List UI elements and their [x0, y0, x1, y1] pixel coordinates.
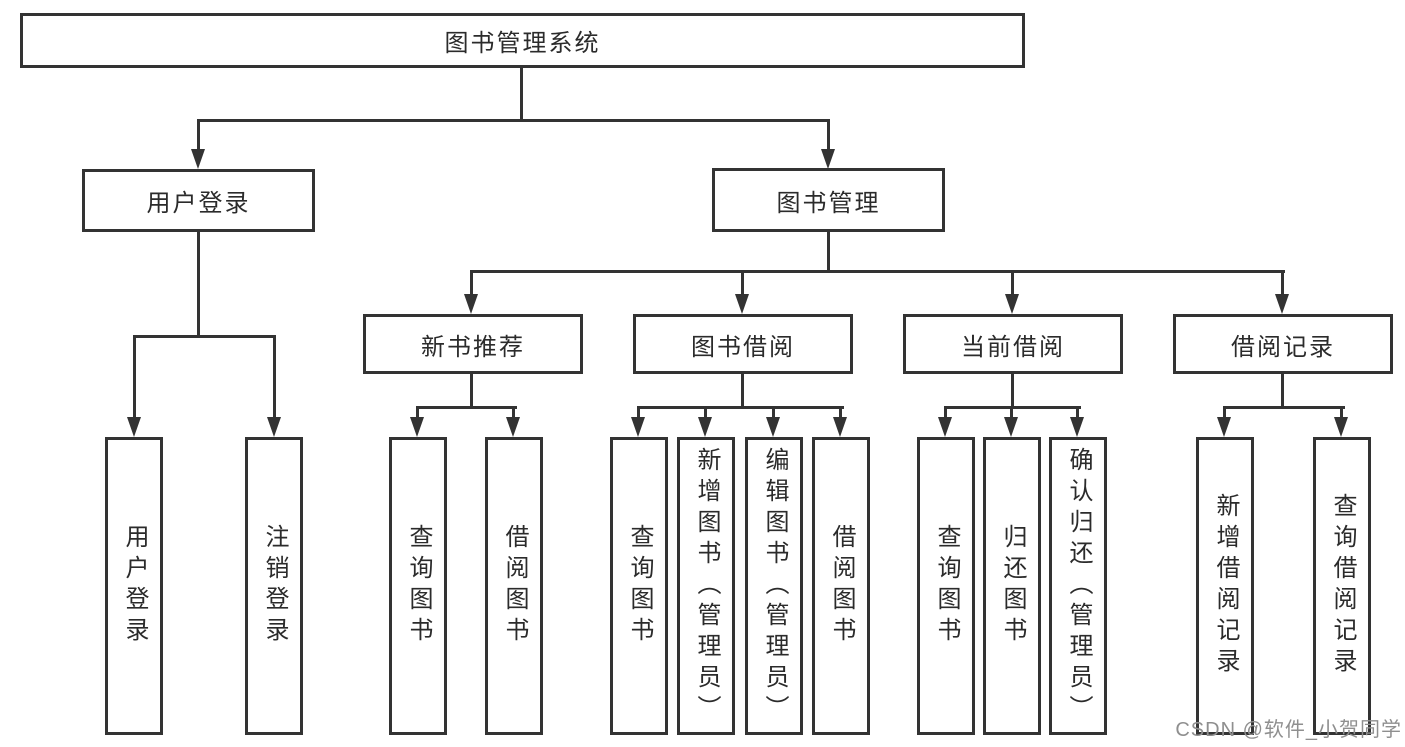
arrowhead-icon — [938, 417, 952, 437]
arrowhead-icon — [735, 294, 749, 314]
leaf-query-borrow-record: 查询借阅记录 — [1313, 437, 1371, 735]
connector-records-branch-2 — [1340, 406, 1343, 419]
arrowhead-icon — [1005, 294, 1019, 314]
connector-newbook-stem — [470, 374, 473, 409]
leaf-return-books: 归还图书 — [983, 437, 1041, 735]
csdn-watermark: CSDN @软件_小贺同学 — [1175, 719, 1402, 741]
connector-current-branch-1 — [944, 406, 947, 419]
connector-bookmgmt-branch-3 — [1011, 270, 1014, 296]
arrowhead-icon — [410, 417, 424, 437]
arrowhead-icon — [833, 417, 847, 437]
connector-borrowing-branch-4 — [839, 406, 842, 419]
leaf-query-books-2: 查询图书 — [610, 437, 668, 735]
leaf-confirm-return-admin: 确认归还（管理员） — [1049, 437, 1107, 735]
arrowhead-icon — [766, 417, 780, 437]
leaf-query-books-2-label: 查询图书 — [626, 524, 653, 648]
arrowhead-icon — [821, 149, 835, 169]
node-current-borrowing: 当前借阅 — [903, 314, 1123, 374]
connector-bookmgmt-stem — [827, 232, 830, 273]
leaf-query-books-1-label: 查询图书 — [405, 524, 432, 648]
connector-root-stem — [520, 68, 523, 121]
arrowhead-icon — [464, 294, 478, 314]
leaf-return-books-label: 归还图书 — [999, 524, 1026, 648]
node-system-root-label: 图书管理系统 — [444, 30, 601, 57]
leaf-add-borrow-record: 新增借阅记录 — [1196, 437, 1254, 735]
connector-root-branch-left — [197, 119, 200, 151]
node-borrow-records-label: 借阅记录 — [1231, 333, 1335, 361]
leaf-edit-books-admin-label: 编辑图书（管理员） — [761, 446, 788, 726]
leaf-borrow-books-1-label: 借阅图书 — [501, 524, 528, 648]
leaf-borrow-books-1: 借阅图书 — [485, 437, 543, 735]
leaf-borrow-books-2-label: 借阅图书 — [828, 524, 855, 648]
node-book-management: 图书管理 — [712, 168, 945, 232]
connector-bookmgmt-split — [471, 270, 1285, 273]
node-user-login-label: 用户登录 — [146, 190, 251, 217]
node-new-book-recommend: 新书推荐 — [363, 314, 583, 374]
connector-records-split — [1223, 406, 1345, 409]
node-book-management-label: 图书管理 — [776, 189, 881, 217]
node-user-login: 用户登录 — [82, 169, 315, 232]
arrowhead-icon — [267, 417, 281, 437]
leaf-user-login-label: 用户登录 — [121, 524, 148, 648]
arrowhead-icon — [191, 149, 205, 169]
leaf-confirm-return-admin-label: 确认归还（管理员） — [1065, 446, 1092, 726]
connector-records-stem — [1281, 374, 1284, 409]
connector-bookmgmt-branch-4 — [1281, 270, 1284, 296]
connector-root-branch-right — [827, 119, 830, 151]
connector-root-split — [197, 119, 830, 122]
connector-newbook-split — [416, 406, 517, 409]
connector-userlogin-split — [133, 335, 276, 338]
leaf-add-books-admin: 新增图书（管理员） — [677, 437, 735, 735]
connector-bookmgmt-branch-2 — [741, 270, 744, 296]
arrowhead-icon — [1217, 417, 1231, 437]
leaf-add-books-admin-label: 新增图书（管理员） — [693, 446, 720, 726]
connector-userlogin-branch-1 — [133, 335, 136, 419]
arrowhead-icon — [1275, 294, 1289, 314]
arrowhead-icon — [1334, 417, 1348, 437]
node-current-borrowing-label: 当前借阅 — [961, 333, 1065, 361]
leaf-borrow-books-2: 借阅图书 — [812, 437, 870, 735]
connector-bookmgmt-branch-1 — [470, 270, 473, 296]
leaf-query-books-3-label: 查询图书 — [933, 524, 960, 648]
node-system-root: 图书管理系统 — [20, 13, 1025, 68]
connector-borrowing-branch-3 — [772, 406, 775, 419]
node-new-book-recommend-label: 新书推荐 — [421, 333, 525, 361]
connector-current-branch-3 — [1076, 406, 1079, 419]
connector-userlogin-stem — [197, 232, 200, 337]
arrowhead-icon — [1070, 417, 1084, 437]
leaf-add-borrow-record-label: 新增借阅记录 — [1212, 493, 1239, 679]
connector-records-branch-1 — [1223, 406, 1226, 419]
connector-borrowing-branch-1 — [637, 406, 640, 419]
connector-current-stem — [1011, 374, 1014, 409]
leaf-logout-label: 注销登录 — [261, 524, 288, 648]
connector-newbook-branch-1 — [416, 406, 419, 419]
connector-newbook-branch-2 — [512, 406, 515, 419]
leaf-user-login: 用户登录 — [105, 437, 163, 735]
leaf-query-borrow-record-label: 查询借阅记录 — [1329, 493, 1356, 679]
arrowhead-icon — [631, 417, 645, 437]
node-borrow-records: 借阅记录 — [1173, 314, 1393, 374]
connector-borrowing-split — [637, 406, 844, 409]
connector-borrowing-branch-2 — [704, 406, 707, 419]
node-book-borrowing: 图书借阅 — [633, 314, 853, 374]
leaf-edit-books-admin: 编辑图书（管理员） — [745, 437, 803, 735]
node-book-borrowing-label: 图书借阅 — [691, 333, 795, 361]
leaf-logout: 注销登录 — [245, 437, 303, 735]
arrowhead-icon — [127, 417, 141, 437]
leaf-query-books-3: 查询图书 — [917, 437, 975, 735]
arrowhead-icon — [698, 417, 712, 437]
connector-current-branch-2 — [1010, 406, 1013, 419]
arrowhead-icon — [1004, 417, 1018, 437]
connector-borrowing-stem — [741, 374, 744, 409]
arrowhead-icon — [506, 417, 520, 437]
leaf-query-books-1: 查询图书 — [389, 437, 447, 735]
connector-userlogin-branch-2 — [273, 335, 276, 419]
